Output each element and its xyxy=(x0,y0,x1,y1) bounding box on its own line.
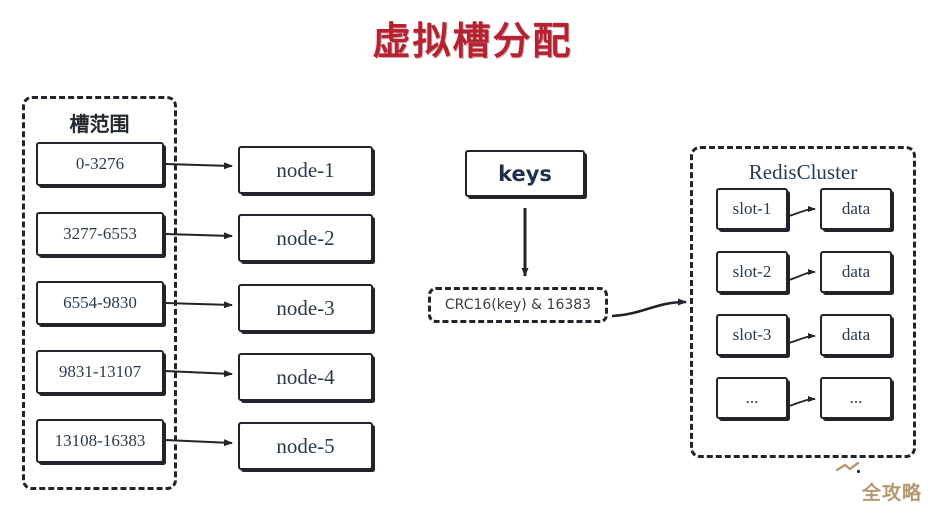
slot-range-group-label: 槽范围 xyxy=(69,112,130,136)
watermark-text: 全攻略 xyxy=(862,482,923,504)
slot-range-box-5[interactable]: 13108-16383 xyxy=(36,419,164,463)
cluster-slot-box-4[interactable]: ... xyxy=(716,377,788,419)
slot-range-box-1[interactable]: 0-3276 xyxy=(36,142,164,186)
cluster-data-box-2[interactable]: data xyxy=(820,251,892,293)
cluster-slot-box-2[interactable]: slot-2 xyxy=(716,251,788,293)
cluster-data-box-1[interactable]: data xyxy=(820,188,892,230)
slot-range-box-2[interactable]: 3277-6553 xyxy=(36,212,164,256)
watermark-logo-icon xyxy=(836,462,860,474)
slot-to-data-arrows xyxy=(788,206,816,407)
slot-range-group xyxy=(22,96,177,490)
cluster-slot-box-3[interactable]: slot-3 xyxy=(716,314,788,356)
cluster-data-box-4[interactable]: ... xyxy=(820,377,892,419)
page-title: 虚拟槽分配 xyxy=(372,19,573,63)
slot-range-box-3[interactable]: 6554-9830 xyxy=(36,281,164,325)
node-box-1[interactable]: node-1 xyxy=(238,146,373,194)
node-box-3[interactable]: node-3 xyxy=(238,284,373,332)
hash-formula-box[interactable]: CRC16(key) & 16383 xyxy=(428,287,608,323)
slot-range-box-4[interactable]: 9831-13107 xyxy=(36,350,164,394)
redis-cluster-group xyxy=(690,146,916,458)
cluster-data-box-3[interactable]: data xyxy=(820,314,892,356)
node-box-2[interactable]: node-2 xyxy=(238,214,373,262)
keys-box[interactable]: keys xyxy=(465,150,585,197)
node-box-4[interactable]: node-4 xyxy=(238,353,373,401)
hash-to-cluster-arrow xyxy=(611,298,687,318)
cluster-slot-box-1[interactable]: slot-1 xyxy=(716,188,788,230)
redis-cluster-group-label: RedisCluster xyxy=(748,160,858,184)
node-box-5[interactable]: node-5 xyxy=(238,422,373,470)
